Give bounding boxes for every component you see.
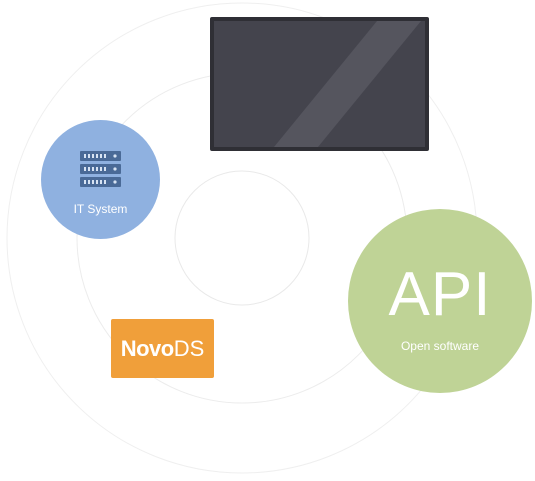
server-rack-icon [80,151,121,187]
novods-logo-bold: Novo [120,336,175,361]
it-system-node: IT System [41,120,160,239]
ring-inner [174,170,310,306]
novods-logo: NovoDS [111,319,214,378]
api-subtitle: Open software [400,339,480,353]
api-title: API [388,260,492,329]
novods-logo-light: DS [173,336,205,361]
display-screen-panel [214,21,425,147]
screen-glare [274,21,421,147]
api-node: API Open software [348,209,532,393]
display-screen-icon [210,17,429,151]
it-system-label: IT System [73,202,128,216]
